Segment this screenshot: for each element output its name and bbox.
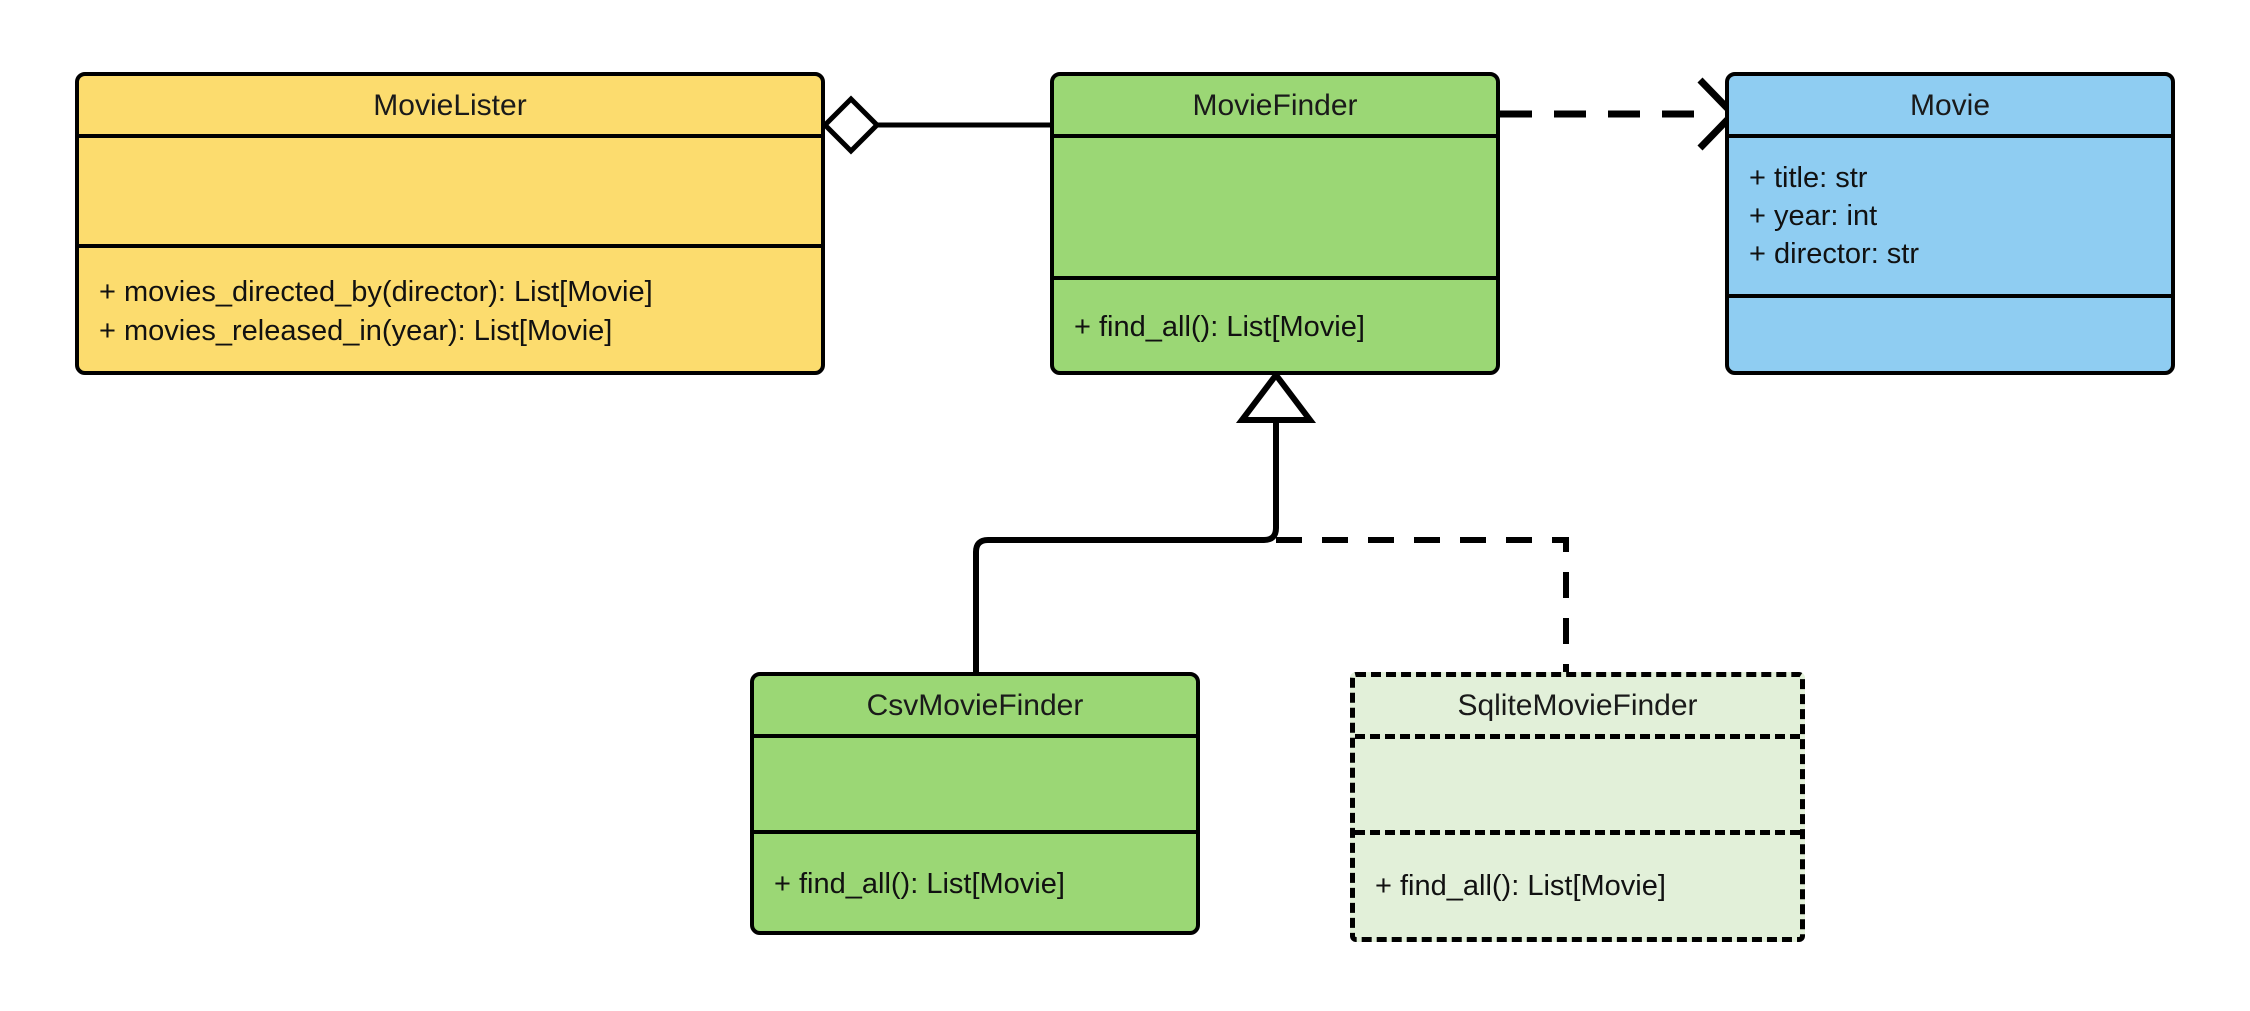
class-box-movie-finder[interactable]: MovieFinder + find_all(): List[Movie] <box>1050 72 1500 375</box>
class-operations-compartment: + find_all(): List[Movie] <box>1054 280 1496 371</box>
edge-generalization-hub <box>973 370 1569 672</box>
class-attributes-compartment <box>754 738 1196 834</box>
class-box-csv-movie-finder[interactable]: CsvMovieFinder + find_all(): List[Movie] <box>750 672 1200 935</box>
operation-item: + movies_released_in(year): List[Movie] <box>99 314 613 347</box>
class-name-compartment: MovieLister <box>79 76 821 138</box>
class-name-label: CsvMovieFinder <box>866 688 1084 722</box>
class-attributes-compartment: + title: str + year: int + director: str <box>1729 138 2171 298</box>
empty-attributes-placeholder <box>1375 739 1800 830</box>
operation-item: + find_all(): List[Movie] <box>1074 311 1365 344</box>
generalization-branch-csv <box>973 525 1279 672</box>
hollow-diamond-icon <box>821 95 881 155</box>
class-name-compartment: SqliteMovieFinder <box>1355 677 1800 739</box>
class-attributes-compartment <box>79 138 821 248</box>
attribute-item: + director: str <box>1749 238 1920 271</box>
class-name-label: SqliteMovieFinder <box>1457 689 1698 722</box>
class-box-movie[interactable]: Movie + title: str + year: int + directo… <box>1725 72 2175 375</box>
class-name-label: Movie <box>1909 88 1991 122</box>
empty-operations-placeholder <box>1749 298 2171 371</box>
empty-attributes-placeholder <box>99 138 821 244</box>
hollow-triangle-icon <box>1235 370 1317 423</box>
empty-attributes-placeholder <box>1074 138 1496 276</box>
realization-branch-sqlite <box>1276 537 1569 672</box>
class-name-label: MovieLister <box>373 88 527 122</box>
operation-item: + find_all(): List[Movie] <box>774 868 1065 901</box>
class-attributes-compartment <box>1355 739 1800 835</box>
operation-item: + find_all(): List[Movie] <box>1375 870 1666 903</box>
empty-attributes-placeholder <box>774 738 1196 830</box>
class-box-sqlite-movie-finder[interactable]: SqliteMovieFinder + find_all(): List[Mov… <box>1350 672 1805 942</box>
operation-item: + movies_directed_by(director): List[Mov… <box>99 276 653 309</box>
class-operations-compartment: + find_all(): List[Movie] <box>1355 835 1800 937</box>
class-attributes-compartment <box>1054 138 1496 280</box>
class-name-compartment: Movie <box>1729 76 2171 138</box>
class-box-movie-lister[interactable]: MovieLister + movies_directed_by(directo… <box>75 72 825 375</box>
class-name-compartment: CsvMovieFinder <box>754 676 1196 738</box>
class-name-label: MovieFinder <box>1192 88 1358 122</box>
attribute-item: + title: str <box>1749 161 1868 194</box>
edge-dependency-finder-movie <box>1500 77 1738 151</box>
edge-aggregation-lister-finder <box>821 95 1050 155</box>
class-name-compartment: MovieFinder <box>1054 76 1496 138</box>
class-operations-compartment <box>1729 298 2171 371</box>
attribute-item: + year: int <box>1749 199 1878 232</box>
class-operations-compartment: + movies_directed_by(director): List[Mov… <box>79 248 821 371</box>
class-operations-compartment: + find_all(): List[Movie] <box>754 834 1196 931</box>
